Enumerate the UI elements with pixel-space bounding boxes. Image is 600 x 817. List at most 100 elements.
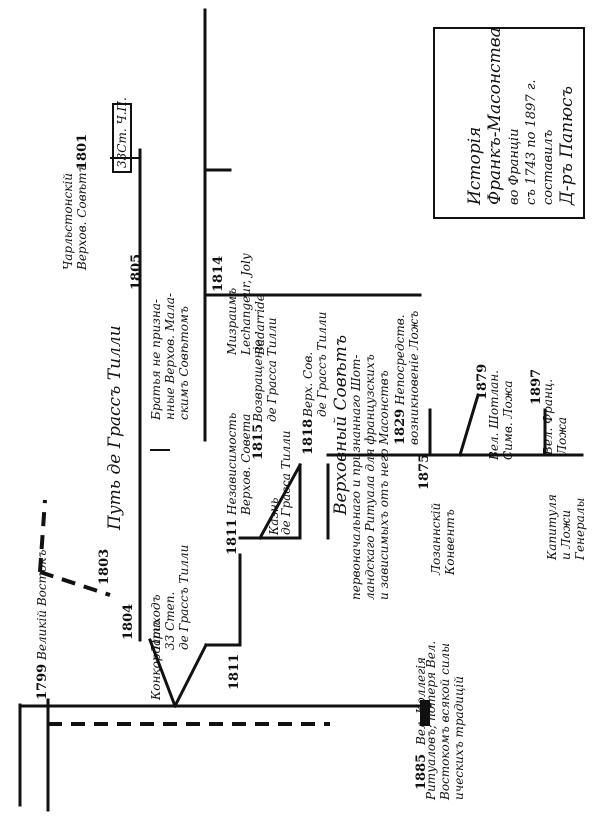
label-1897: 1897 xyxy=(529,369,544,405)
note-1885-line2: Востокомъ всякой силы xyxy=(438,643,452,801)
n1829-line2: возникновеніе Ложъ xyxy=(407,311,421,445)
label-1818: 1818 Верх. Сов. де Грассъ Тилли xyxy=(301,312,329,455)
tilly-path-text: Путь де Грассъ Тилли xyxy=(105,325,125,531)
note-1885-line3: ическихъ традицій xyxy=(452,676,466,800)
independence-line1: Независимость xyxy=(225,413,239,516)
label-1799-text: Великій Востокъ xyxy=(35,550,49,661)
n1805-line2: нные Верхов. Мала- xyxy=(163,293,177,420)
label-1885-text: Вел. Коллегія xyxy=(414,657,428,746)
year-1799: 1799 xyxy=(35,664,50,700)
title-line5: составилъ xyxy=(541,129,556,205)
year-1815: 1815 xyxy=(251,424,266,460)
n1879-line2: Симв. Ложа xyxy=(501,380,515,460)
n1875-line2: Конвентъ xyxy=(443,509,457,576)
n1805-line1: Братья не призна- xyxy=(149,299,163,421)
n1815-line1: Возвращеніе xyxy=(251,340,265,423)
label-concordat: Конкордатъ xyxy=(149,619,163,701)
year-1801: 1801 xyxy=(75,134,90,170)
n1815-line2: де Грасса Тилли xyxy=(265,318,279,422)
label-1875-text: Лозаннскій Конвентъ xyxy=(429,503,457,576)
label-independence: 1811 Независимость Верхов. Совета xyxy=(225,413,253,555)
year-1804: 1804 xyxy=(121,604,136,640)
n1801-line2: Верхов. Совѣтъ xyxy=(75,164,89,271)
label-1801: 1801 xyxy=(75,134,90,170)
year-1829: 1829 xyxy=(393,409,408,445)
n1829-line1: Непосредств. xyxy=(393,314,407,406)
diag-1879 xyxy=(458,393,480,457)
note-1885-line1: Ритуаловъ; потеря Вел. xyxy=(424,641,438,801)
label-1814-text: Мизраимъ Lechangeur, Joly Badarride xyxy=(225,253,267,356)
label-1829: 1829 Непосредств. возникновеніе Ложъ xyxy=(393,311,421,445)
label-1805-text: Братья не призна- нные Верхов. Мала- ски… xyxy=(149,293,191,421)
label-1879: 1879 xyxy=(475,364,490,400)
label-1897-text: Вел. Франц. Ложа xyxy=(541,379,569,456)
n1897-line1: Вел. Франц. xyxy=(541,379,555,456)
n1875-line1: Лозаннскій xyxy=(429,503,443,576)
year-1811: 1811 xyxy=(227,654,242,690)
year-1803: 1803 xyxy=(97,549,112,585)
title-line6: Д-ръ Папюсъ xyxy=(557,86,577,206)
title-block: Исторія Франкъ-Масонства во Франціи съ 1… xyxy=(465,27,577,206)
label-1875: 1875 xyxy=(417,454,432,490)
box-33-group: 33Ст. Ч.П. xyxy=(112,97,132,173)
year-1879: 1879 xyxy=(475,364,490,400)
label-1815: 1815 Возвращеніе де Грасса Тилли xyxy=(251,318,279,460)
capitulation-line3: Генералы xyxy=(573,498,587,561)
n1885-marker xyxy=(420,700,430,726)
n1801-line1: Чарльстонскій xyxy=(61,173,75,270)
label-1799: 1799 Великій Востокъ xyxy=(35,550,50,700)
diag-1815 xyxy=(257,462,303,541)
box-33 xyxy=(112,103,132,173)
n1804-line3: де Грассъ Тилли xyxy=(177,545,191,650)
n1814-line2: Lechangeur, Joly xyxy=(239,253,253,356)
label-1803: 1803 xyxy=(97,549,112,585)
v-branch-right xyxy=(172,642,209,709)
n1818-line1: Верх. Сов. xyxy=(301,352,315,418)
title-line4: съ 1743 по 1897 г. xyxy=(524,79,539,205)
label-capitulation: Капитуля и Ложи Генералы xyxy=(545,494,587,561)
n1897-line2: Ложа xyxy=(555,417,569,456)
year-1875: 1875 xyxy=(417,454,432,490)
note-1885: Ритуаловъ; потеря Вел. Востокомъ всякой … xyxy=(424,641,466,801)
independence-line2: Верхов. Совета xyxy=(239,414,253,516)
n1814-line1: Мизраимъ xyxy=(225,288,239,356)
label-1804-text: Приходъ 33 Степ. де Грассъ Тилли xyxy=(149,545,191,651)
label-1811: 1811 xyxy=(227,654,242,690)
label-1801-text: Чарльстонскій Верхов. Совѣтъ xyxy=(61,164,89,271)
year-1885: 1885 xyxy=(414,754,429,790)
supreme-note: первоначальнаго и признаннаго Шот- ландс… xyxy=(349,354,391,600)
v-branch-left xyxy=(148,638,177,708)
n1879-line1: Вел. Шотлан. xyxy=(487,370,501,461)
n1804-line1: Приходъ xyxy=(149,595,163,651)
execution-line1: Казнь xyxy=(267,498,281,536)
label-1879-text: Вел. Шотлан. Симв. Ложа xyxy=(487,370,515,461)
year-1897: 1897 xyxy=(529,369,544,405)
supreme-note-line1: первоначальнаго и признаннаго Шот- xyxy=(349,355,363,600)
year-1814: 1814 xyxy=(211,256,226,292)
title-frame xyxy=(433,27,585,219)
title-line1: Исторія xyxy=(465,127,485,206)
label-execution: Казнь де Грасса Тилли xyxy=(267,431,293,536)
label-1805: 1805 xyxy=(129,254,144,290)
execution-line2: де Грасса Тилли xyxy=(279,431,293,535)
n1804-line2: 33 Степ. xyxy=(163,592,177,650)
title-line2: Франкъ-Масонства xyxy=(485,27,505,205)
label-supreme-council: Верховный Совѣтъ xyxy=(331,335,351,516)
year-independence: 1811 xyxy=(225,519,240,555)
n1805-line3: скимъ Совѣтомъ xyxy=(177,306,191,420)
label-tilly-path: Путь де Грассъ Тилли xyxy=(105,325,125,531)
supreme-council-text: Верховный Совѣтъ xyxy=(331,335,351,516)
label-1885: 1885 Вел. Коллегія xyxy=(414,657,429,790)
concordat-text: Конкордатъ xyxy=(149,619,163,701)
dashed-1803-path xyxy=(38,499,111,597)
supreme-note-line2: ландскаго Ритуала для французскихъ xyxy=(363,354,377,600)
year-1805: 1805 xyxy=(129,254,144,290)
year-1818: 1818 xyxy=(301,419,316,455)
capitulation-line2: и Ложи xyxy=(559,510,573,560)
label-1814: 1814 xyxy=(211,256,226,292)
label-1804: 1804 xyxy=(121,604,136,640)
box-33-label: 33Ст. Ч.П. xyxy=(115,97,129,168)
supreme-note-line3: и зависимыхъ отъ него Масонствъ xyxy=(377,370,391,600)
capitulation-line1: Капитуля xyxy=(545,494,559,561)
